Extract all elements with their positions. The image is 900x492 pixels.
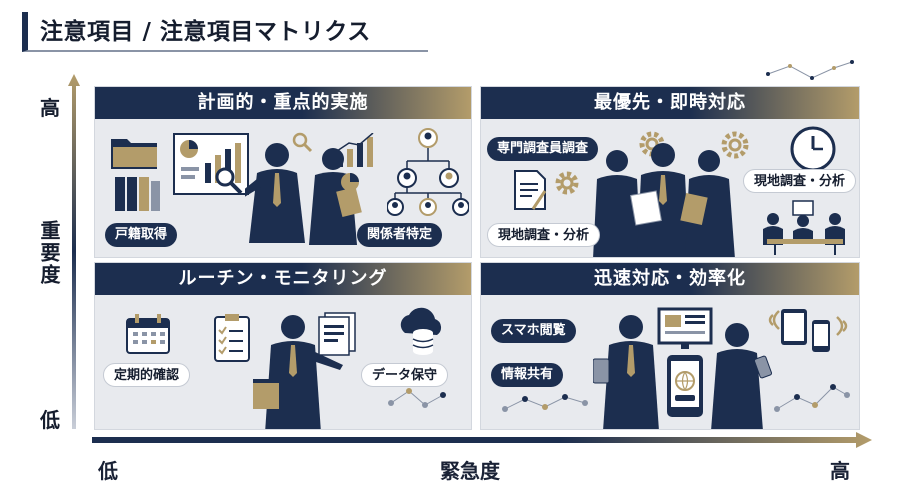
network-decoration-icon	[502, 394, 588, 412]
documents-icon	[318, 312, 356, 356]
chart-icon	[173, 133, 249, 195]
quadrant-plan: 計画的・重点的実施	[94, 86, 472, 258]
y-axis-label: 重要度	[37, 220, 61, 286]
calendar-icon	[126, 314, 170, 354]
y-axis-low-label: 低	[40, 408, 60, 432]
presenter-icon	[253, 315, 343, 429]
tag-regular-check: 定期的確認	[103, 363, 191, 387]
quadrant-routine-heading: ルーチン・モニタリング	[95, 263, 471, 295]
x-axis-high-label: 高	[830, 459, 850, 483]
quadrant-routine: ルーチン・モニタリング	[94, 262, 472, 430]
gear-icon	[721, 131, 749, 159]
network-decoration-icon	[388, 388, 446, 408]
quadrant-plan-heading: 計画的・重点的実施	[95, 87, 471, 119]
folder-icon	[111, 139, 157, 169]
quadrant-fast-response-heading: 迅速対応・効率化	[481, 263, 859, 295]
gear-icon	[555, 171, 579, 195]
smartphone-icon	[667, 355, 703, 417]
tag-data-maintenance: データ保守	[361, 363, 449, 387]
quadrant-fast-response: 迅速対応・効率化 スマホ閲覧 情報共有	[480, 262, 860, 430]
tag-family-register: 戸籍取得	[105, 223, 178, 247]
tag-field-analysis-left: 現地調査・分析	[487, 223, 601, 247]
importance-axis-arrow	[68, 74, 80, 429]
database-cloud-icon	[400, 307, 442, 355]
quadrant-priority: 最優先・即時対応 専門調査員調査 現地調査・分析 現地調査・分析	[480, 86, 860, 258]
wifi-icon	[768, 310, 780, 330]
investigation-team-icon	[593, 143, 735, 257]
growth-chart-icon	[336, 133, 374, 167]
meeting-icon	[763, 200, 845, 255]
checklist-icon	[214, 314, 250, 362]
monitor-icon	[657, 307, 713, 349]
magnifier-icon	[292, 132, 313, 153]
org-chart-icon	[387, 128, 469, 216]
quadrant-priority-heading: 最優先・即時対応	[481, 87, 859, 119]
wifi-icon	[836, 316, 848, 336]
clock-icon	[790, 126, 836, 172]
page-title: 注意項目 / 注意項目マトリクス	[40, 19, 371, 45]
y-axis-high-label: 高	[40, 96, 60, 120]
network-decoration-icon	[766, 60, 854, 80]
x-axis-low-label: 低	[98, 459, 118, 483]
pie-chart-icon	[341, 173, 359, 191]
document-icon	[514, 170, 547, 210]
business-woman-icon	[309, 148, 362, 245]
tablet-icon	[781, 309, 807, 345]
business-woman-icon	[711, 323, 772, 429]
binder-icon	[115, 177, 160, 211]
tag-info-sharing: 情報共有	[491, 363, 564, 387]
business-person-icon	[593, 315, 659, 429]
magnifier-icon	[215, 167, 243, 195]
urgency-axis-arrow	[92, 432, 872, 448]
tag-field-analysis-right: 現地調査・分析	[743, 169, 857, 193]
tag-identify-parties: 関係者特定	[357, 223, 443, 247]
tag-smartphone-view: スマホ閲覧	[491, 319, 576, 343]
network-decoration-icon	[774, 384, 850, 412]
page-title-block: 注意項目 / 注意項目マトリクス	[22, 12, 428, 52]
tag-expert-investigation: 専門調査員調査	[487, 137, 599, 161]
business-person-icon	[245, 143, 305, 243]
x-axis-label: 緊急度	[440, 459, 500, 483]
smartphone-icon	[812, 320, 830, 352]
